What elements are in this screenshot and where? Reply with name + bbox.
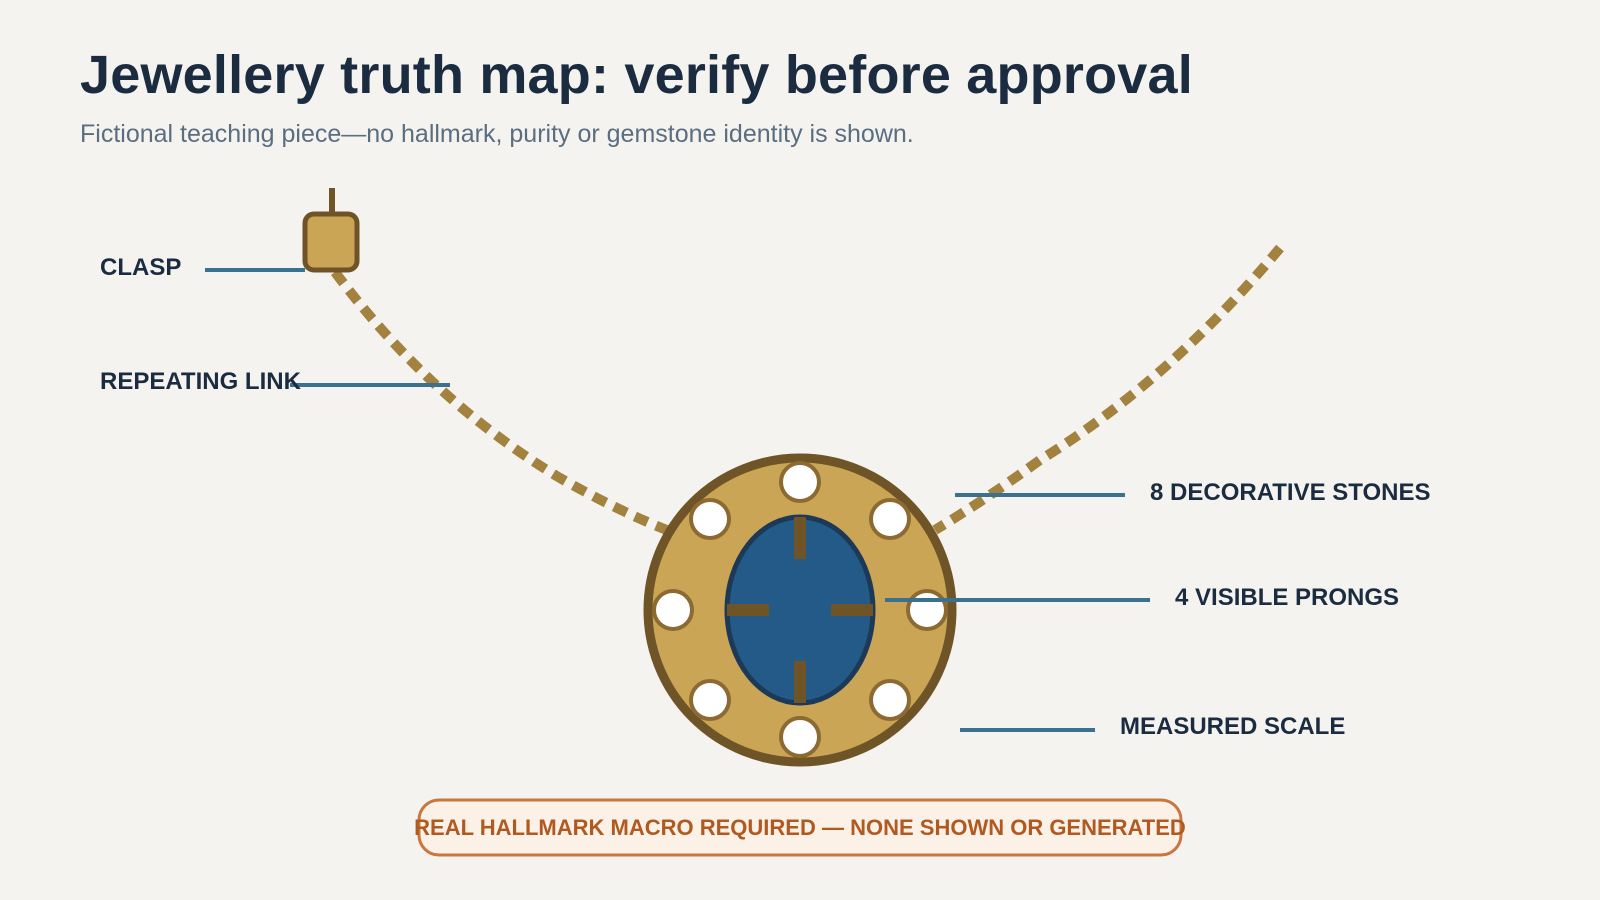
- decorative-stone: [689, 679, 731, 721]
- decorative-stone: [779, 461, 821, 503]
- decorative-stone: [869, 498, 911, 540]
- page-title: Jewellery truth map: verify before appro…: [80, 45, 1193, 105]
- decorative-stone: [869, 679, 911, 721]
- repeating-link-label: REPEATING LINK: [100, 368, 302, 395]
- prong-top: [794, 517, 806, 559]
- hallmark-warning-banner: [417, 798, 1183, 857]
- decorative-stone: [906, 589, 948, 631]
- page-subtitle: Fictional teaching piece—no hallmark, pu…: [80, 120, 914, 148]
- prong-right: [831, 604, 873, 616]
- clasp-icon: [302, 211, 360, 273]
- visible-prongs-label: 4 VISIBLE PRONGS: [1175, 584, 1399, 611]
- decorative-stones-label: 8 DECORATIVE STONES: [1150, 479, 1431, 506]
- prong-left: [727, 604, 769, 616]
- chain-left-strand: [330, 269, 674, 537]
- clasp-label: CLASP: [100, 254, 181, 281]
- chain-right-strand: [932, 244, 1284, 535]
- decorative-stone: [779, 716, 821, 758]
- pendant: [643, 453, 957, 767]
- hallmark-warning-text: REAL HALLMARK MACRO REQUIRED — NONE SHOW…: [414, 815, 1186, 840]
- decorative-stone: [689, 498, 731, 540]
- decorative-stone: [652, 589, 694, 631]
- prong-bottom: [794, 661, 806, 703]
- measured-scale-label: MEASURED SCALE: [1120, 713, 1345, 740]
